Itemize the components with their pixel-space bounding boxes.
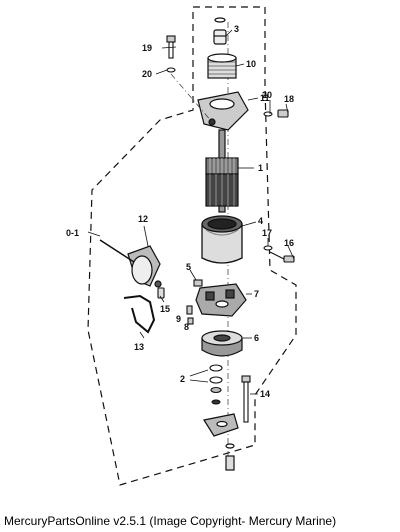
part-16-screw bbox=[269, 251, 295, 263]
callout-16: 16 bbox=[284, 238, 294, 248]
leader-lines bbox=[87, 29, 295, 395]
part-18-screw bbox=[277, 109, 289, 118]
callout-0-1: 0-1 bbox=[66, 228, 79, 238]
part-13-bracket bbox=[123, 294, 156, 334]
part-4-housing bbox=[201, 215, 243, 264]
part-5-brush bbox=[193, 279, 203, 287]
callout-3: 3 bbox=[234, 24, 239, 34]
part-3-cap bbox=[213, 17, 227, 45]
callout-15: 15 bbox=[160, 304, 170, 314]
part-14-through-bolt bbox=[241, 375, 251, 423]
callout-11: 11 bbox=[260, 93, 270, 103]
part-9-8-pins bbox=[186, 305, 194, 325]
callout-1: 1 bbox=[258, 163, 263, 173]
image-caption: MercuryPartsOnline v2.5.1 (Image Copyrig… bbox=[4, 514, 337, 528]
part-19-bolt bbox=[166, 35, 176, 59]
part-10-gear bbox=[207, 53, 237, 79]
part-bottom-bracket bbox=[203, 413, 239, 471]
part-7-brush-plate bbox=[195, 283, 247, 317]
callout-8: 8 bbox=[184, 322, 189, 332]
callout-6: 6 bbox=[254, 333, 259, 343]
callout-5: 5 bbox=[186, 262, 191, 272]
part-1-armature bbox=[205, 129, 239, 213]
callout-20: 20 bbox=[142, 69, 152, 79]
callout-7: 7 bbox=[254, 289, 259, 299]
callout-4: 4 bbox=[258, 216, 263, 226]
callout-18: 18 bbox=[284, 94, 294, 104]
part-11-end-bracket bbox=[197, 91, 249, 131]
callout-9: 9 bbox=[176, 314, 181, 324]
part-12-solenoid bbox=[99, 239, 162, 288]
part-17-washer bbox=[263, 245, 273, 251]
callout-2: 2 bbox=[180, 374, 185, 384]
callout-13: 13 bbox=[134, 342, 144, 352]
callout-19: 19 bbox=[142, 43, 152, 53]
part-6-end-cap bbox=[201, 330, 243, 357]
callout-17: 17 bbox=[262, 228, 272, 238]
callout-10: 10 bbox=[246, 59, 256, 69]
part-2-washers bbox=[209, 364, 223, 405]
part-20-washer-left bbox=[166, 67, 176, 73]
exploded-parts-diagram: 0-1 1 2 3 4 5 6 7 8 9 10 11 12 13 14 15 … bbox=[66, 6, 297, 486]
part-20-washer-right bbox=[263, 111, 273, 117]
callout-14: 14 bbox=[260, 389, 270, 399]
callout-12: 12 bbox=[138, 214, 148, 224]
callout-20-right: 20 bbox=[262, 90, 272, 100]
assembly-boundary bbox=[87, 6, 297, 486]
part-15-clip bbox=[157, 287, 165, 299]
